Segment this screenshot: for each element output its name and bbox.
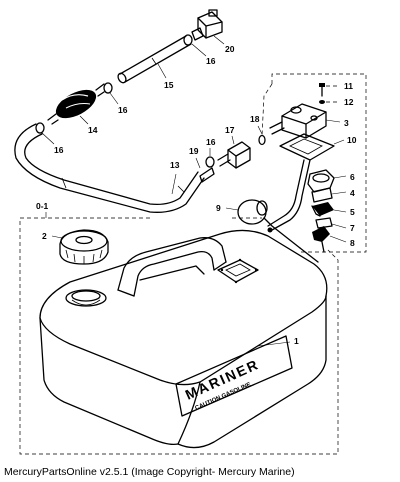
callout-11: 11 [344,81,353,91]
fuel-hose-lower [14,123,205,213]
leader-16a [191,43,207,57]
leader-15 [157,63,167,79]
callout-12: 12 [344,97,354,107]
leader-5 [333,209,347,213]
retainer [315,217,333,229]
washer [319,100,325,104]
hose-fitting [199,167,215,183]
leader-16c [41,132,55,145]
image-copyright-footer: MercuryPartsOnline v2.5.1 (Image Copyrig… [4,466,295,478]
callout-16a: 16 [206,56,216,66]
leader-7 [331,223,347,229]
callout-1: 1 [294,336,299,346]
callout-7: 7 [350,223,355,233]
callout-8: 8 [350,238,355,248]
filter-cap [311,202,334,217]
leader-1 [257,341,291,347]
callout-13: 13 [170,160,180,170]
callout-assembly: 0-1 [36,201,49,211]
screw [319,83,325,97]
hose-clamp-bulb-left [35,122,45,134]
fuel-connector [191,9,223,41]
callout-16d: 16 [206,137,216,147]
callout-19: 19 [189,146,199,156]
subassembly-bracket-left [261,83,273,137]
callout-20: 20 [225,44,235,54]
callout-6: 6 [350,172,355,182]
hose-clamp-lower [205,156,215,168]
assembly-outline [19,217,339,455]
leader-9 [225,207,239,211]
leader-13 [171,173,177,195]
pickup-tube [267,159,311,231]
callout-17: 17 [225,125,235,135]
leader-18 [257,125,263,135]
callout-3: 3 [344,118,349,128]
leader-17 [231,135,235,145]
leader-10 [333,139,345,145]
leader-6 [333,175,347,179]
callout-15: 15 [164,80,174,90]
primer-bulb [47,83,105,125]
callout-18: 18 [250,114,260,124]
callout-14: 14 [88,125,98,135]
fuel-tank-exploded-diagram: 20 16 15 16 14 16 13 [14,9,367,455]
gasket [279,133,335,161]
callout-2: 2 [42,231,47,241]
leader-2 [51,235,63,239]
leader-20 [213,35,225,45]
o-ring [258,134,266,146]
pickup-screen [312,226,330,253]
leader-3 [325,119,341,123]
callout-9: 9 [216,203,221,213]
leader-14 [79,115,89,125]
filler-cap [59,229,109,265]
filter-element [311,187,333,203]
fuel-hose-upper [117,35,192,84]
subassembly-bracket [271,73,367,253]
pickup-head [269,103,327,139]
fuel-tank [39,229,328,449]
callout-4: 4 [350,188,355,198]
float [237,199,319,263]
leader-4 [331,191,347,195]
leader-19 [195,157,201,169]
callout-16c: 16 [54,145,64,155]
leader-16b [109,92,119,105]
callout-10: 10 [347,135,357,145]
callout-5: 5 [350,207,355,217]
tank-fitting [217,141,251,169]
leader-8 [329,235,347,243]
hose-clamp-bulb-right [103,82,113,94]
callout-16b: 16 [118,105,128,115]
